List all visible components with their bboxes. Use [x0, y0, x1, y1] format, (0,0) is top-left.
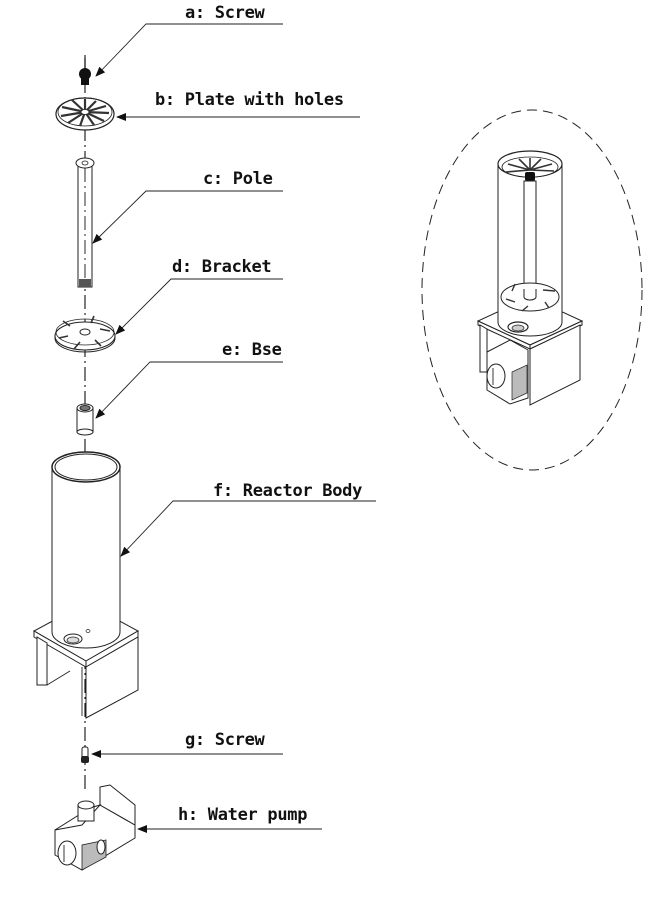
- part-e-base: [76, 403, 94, 436]
- label-f: f: Reactor Body: [213, 481, 362, 501]
- callout-c: c: Pole: [92, 169, 283, 244]
- callout-f: f: Reactor Body: [120, 481, 376, 557]
- label-b: b: Plate with holes: [155, 90, 344, 110]
- label-c: c: Pole: [203, 169, 273, 189]
- part-a-screw: [79, 58, 91, 85]
- callout-d: d: Bracket: [115, 257, 283, 335]
- label-d: d: Bracket: [172, 257, 271, 277]
- part-h-water-pump: [54, 784, 136, 871]
- assembled-view-inset: [421, 109, 643, 471]
- part-d-bracket: [54, 315, 116, 353]
- label-a: a: Screw: [185, 3, 266, 23]
- label-h: h: Water pump: [178, 805, 307, 825]
- callout-b: b: Plate with holes: [116, 90, 360, 121]
- label-g: g: Screw: [185, 730, 266, 750]
- inset-dashed-ellipse: [421, 109, 643, 471]
- callout-g: g: Screw: [91, 730, 283, 758]
- part-g-screw: [81, 746, 89, 763]
- label-e: e: Bse: [222, 340, 282, 360]
- callout-h: h: Water pump: [137, 805, 322, 833]
- part-b-plate-with-holes: [55, 97, 115, 131]
- callout-e: e: Bse: [95, 340, 283, 419]
- callout-a: a: Screw: [95, 3, 283, 77]
- part-f-reactor-body: [32, 451, 140, 719]
- part-c-pole: [75, 157, 95, 288]
